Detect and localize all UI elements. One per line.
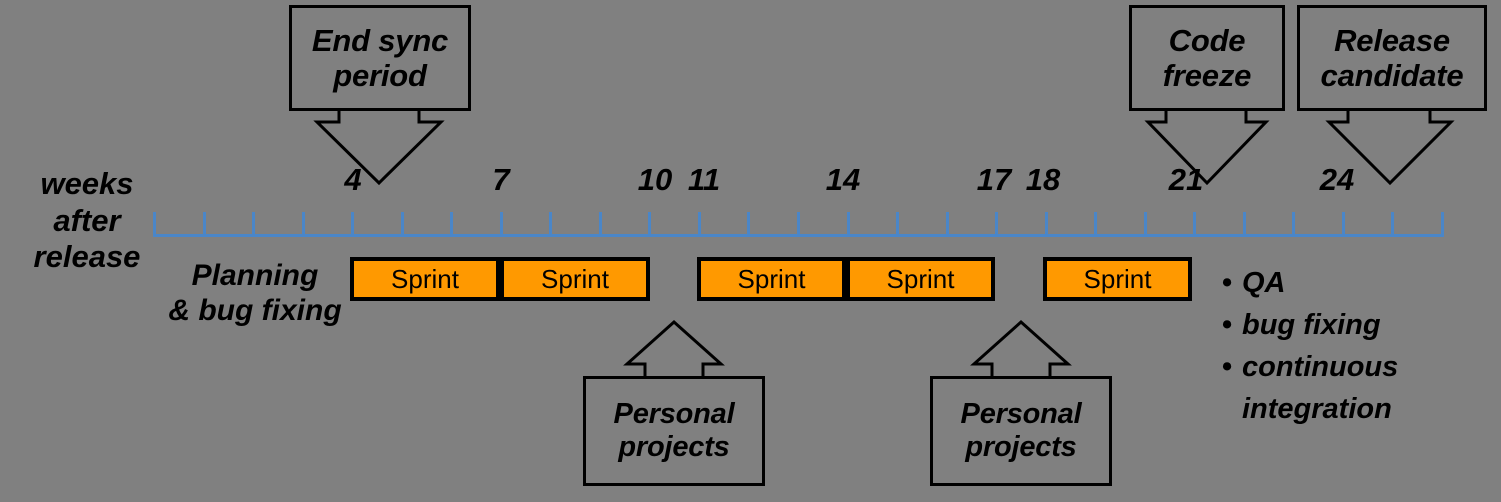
bullet-icon: • [1222,309,1233,342]
axis-tick [945,212,949,237]
arrow-personal-projects-1 [623,319,725,376]
arrow-personal-projects-2 [970,319,1072,376]
axis-tick [797,212,800,237]
activities-list: • QA • bug fixing • continuous integrati… [1222,262,1492,430]
sprint-box[interactable]: Sprint [697,257,846,301]
bullet-icon: • [1222,267,1233,299]
axis-tick [1193,212,1197,237]
list-item: • QA [1222,262,1492,304]
list-item-label: continuous integration [1242,351,1399,426]
callout-label: Release candidate [1320,22,1464,93]
axis-tick [400,212,404,237]
axis-tick [846,212,850,237]
week-label-24: 24 [1319,162,1355,197]
axis-tick [747,212,751,237]
axis-tick [598,212,602,237]
axis-tick [896,212,900,237]
callout-label: Personal projects [613,397,735,463]
planning-phase-label: Planning & bug fixing [168,259,342,328]
callout-personal-projects-1[interactable]: Personal projects [583,376,765,486]
axis-tick [549,212,553,237]
axis-tick [1044,212,1048,237]
axis-tick [1094,212,1098,237]
axis-tick [1292,212,1296,237]
sprint-box[interactable]: Sprint [1043,257,1192,301]
list-item-label: bug fixing [1242,309,1381,342]
list-item: • continuous integration [1222,346,1492,430]
bullet-icon: • [1222,351,1233,384]
sprint-box[interactable]: Sprint [500,257,650,301]
axis-tick [450,212,454,237]
sprint-label: Sprint [886,263,955,294]
arrow-end-sync-period [313,111,445,186]
axis-tick [301,212,305,237]
callout-label: Personal projects [960,397,1082,463]
callout-label: End sync period [311,22,449,93]
callout-personal-projects-2[interactable]: Personal projects [930,376,1112,486]
callout-end-sync-period[interactable]: End sync period [289,5,471,111]
axis-tick [648,212,652,237]
callout-code-freeze[interactable]: Code freeze [1129,5,1285,111]
callout-label: Code freeze [1162,22,1252,93]
list-item-label: QA [1242,267,1286,299]
list-item: • bug fixing [1222,304,1492,346]
axis-caption: weeks after release [33,166,141,275]
week-label-18: 18 [1025,162,1061,197]
sprint-label: Sprint [1083,263,1152,294]
axis-tick [499,212,503,237]
axis-tick [153,212,156,237]
axis-tick [1391,212,1395,237]
sprint-label: Sprint [541,263,609,294]
axis-tick [1441,212,1444,237]
arrow-code-freeze [1144,111,1270,186]
axis-tick [1242,212,1246,237]
axis-tick [351,212,355,237]
week-label-11: 11 [687,162,721,197]
sprint-box[interactable]: Sprint [846,257,995,301]
week-label-17: 17 [976,162,1012,197]
week-label-4: 4 [344,162,362,197]
axis-tick [697,212,701,237]
axis-tick [1341,212,1345,237]
week-label-14: 14 [825,162,861,197]
axis-tick [995,212,999,237]
sprint-label: Sprint [391,263,459,294]
sprint-label: Sprint [737,263,806,294]
axis-tick [202,212,206,237]
callout-release-candidate[interactable]: Release candidate [1297,5,1487,111]
sprint-box[interactable]: Sprint [350,257,500,301]
week-label-10: 10 [637,162,673,197]
week-label-21: 21 [1168,162,1204,197]
axis-tick [252,212,256,237]
week-label-7: 7 [492,162,510,197]
axis-tick [1143,212,1147,237]
